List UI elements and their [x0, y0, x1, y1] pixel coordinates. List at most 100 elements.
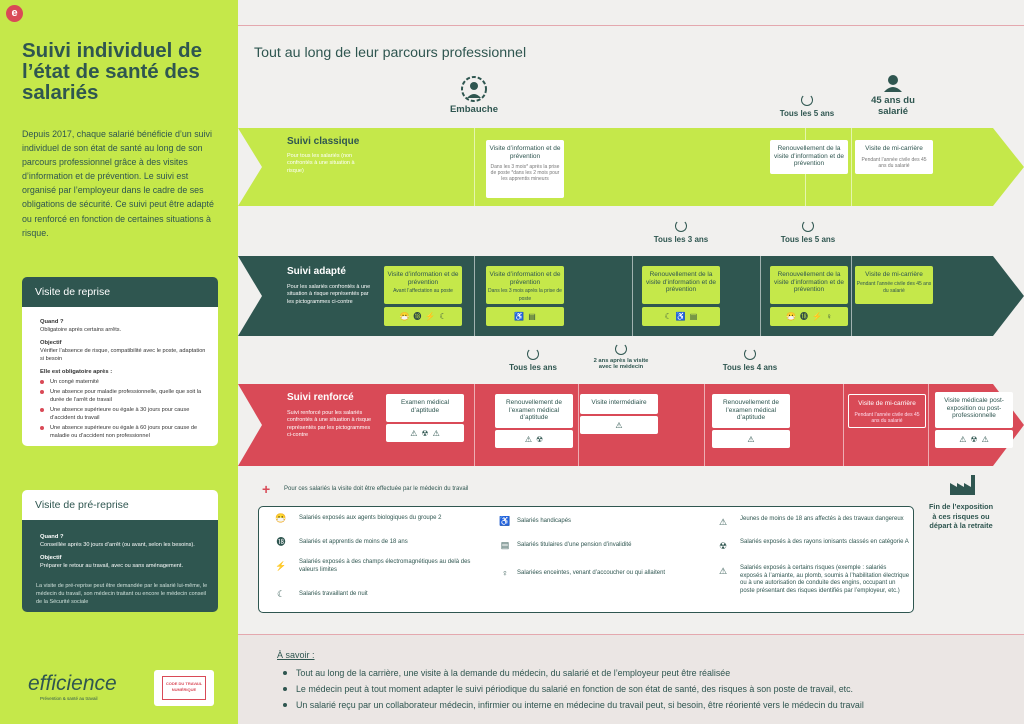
legend-item: Salariés et apprentis de moins de 18 ans	[299, 539, 408, 545]
divider	[760, 256, 761, 336]
visit-sub: Avant l’affectation au poste	[393, 288, 453, 294]
prereprise-card: Visite de pré-reprise Quand ? Conseillée…	[22, 490, 218, 612]
young-danger-icon: ⚠	[718, 517, 728, 527]
visit-title: Visite médicale post-exposition ou post-…	[944, 397, 1004, 419]
visit-sub: Pendant l’année civile des 45 ans du sal…	[861, 156, 927, 169]
young-danger-icon: ⚠	[410, 428, 418, 438]
visit-sub: Dans les 3 mois après la prise de poste	[488, 288, 562, 302]
period-label: Tous les 5 ans	[780, 235, 836, 244]
legend-item: Salariés exposés aux agents biologiques …	[299, 515, 442, 521]
young-danger-icon: ⚠	[959, 434, 967, 444]
legend-item: Jeunes de moins de 18 ans affectés à des…	[740, 516, 904, 522]
divider	[578, 384, 579, 466]
legend-item: Salariés travaillant de nuit	[299, 591, 368, 597]
code-travail-text: CODE DU TRAVAIL NUMÉRIQUE	[162, 676, 206, 700]
cycle-1: Tous les ans	[493, 348, 573, 372]
cycle-icon	[801, 94, 813, 106]
reprise-obj-label: Objectif	[40, 340, 62, 346]
reprise-card: Visite de reprise Quand ? Obligatoire ap…	[22, 277, 218, 446]
risk-icons: ⚠☢⚠	[935, 430, 1013, 448]
visit-title: Examen médical d’aptitude	[400, 399, 450, 414]
radiation-icon: ☢	[536, 434, 544, 444]
risk-icons: 😷⓲⚡☾	[384, 307, 462, 326]
warning-icon: ⚠	[981, 434, 989, 444]
divider	[928, 384, 929, 466]
brand-logo: efficience	[28, 672, 117, 695]
divider	[474, 128, 475, 206]
medecin-note: Pour ces salariés la visite doit être ef…	[284, 486, 469, 492]
divider	[474, 256, 475, 336]
risk-icons: 😷 ⓲ ⚡♀	[770, 307, 848, 326]
divider	[704, 384, 705, 466]
logo-icon: e	[6, 5, 23, 22]
prereprise-note: La visite de pré-reprise peut être deman…	[22, 576, 218, 612]
pregnant-icon: ♀	[825, 312, 832, 321]
page-title: Suivi individuel de l’état de santé des …	[22, 39, 202, 104]
risk-icons: ☾♿▤	[642, 307, 720, 326]
asavoir-item: Le médecin peut à tout moment adapter le…	[282, 684, 854, 694]
list-item: Une absence pour maladie professionnelle…	[40, 388, 208, 404]
visit-title: Visite d’information et de prévention	[489, 145, 561, 160]
divider	[843, 384, 844, 466]
mask-icon: 😷	[275, 513, 287, 523]
prereprise-obj-label: Objectif	[40, 555, 62, 561]
left-panel: e Suivi individuel de l’état de santé de…	[0, 0, 238, 724]
bottom-panel	[238, 634, 1024, 724]
age-45-label: 45 ans du salarié	[871, 95, 915, 117]
night-icon: ☾	[439, 312, 447, 321]
visit-box: Renouvellement de la visite d’informatio…	[770, 140, 848, 174]
night-icon: ☾	[664, 312, 672, 321]
list-item: Une absence supérieure ou égale à 30 jou…	[40, 406, 208, 422]
cycle-5-top: Tous les 5 ans	[767, 94, 847, 118]
embauche-label: Embauche	[449, 104, 499, 115]
cycle-icon	[802, 220, 814, 232]
wheelchair-icon: ♿	[514, 312, 525, 321]
period-label: Tous les 3 ans	[653, 235, 709, 244]
visit-box: Visite médicale post-exposition ou post-…	[935, 392, 1013, 428]
visit-title: Renouvellement de l’examen médical d’apt…	[722, 399, 779, 421]
intro-text: Depuis 2017, chaque salarié bénéficie d’…	[22, 129, 214, 238]
asavoir-title: À savoir :	[277, 650, 315, 660]
band-desc: Pour tous les salariés (non confrontés à…	[287, 153, 355, 174]
risk-icons: ⚠☢⚠	[386, 424, 464, 442]
warning-icon: ⚠	[718, 566, 728, 576]
em-field-icon: ⚡	[812, 312, 822, 321]
risk-icons: ⚠	[580, 416, 658, 434]
visit-sub: Pendant l’année civile des 45 ans du sal…	[854, 411, 920, 424]
period-label: Tous les ans	[509, 363, 557, 372]
em-field-icon: ⚡	[275, 561, 287, 571]
prereprise-title: Visite de pré-reprise	[22, 490, 218, 520]
cycle-icon	[527, 348, 539, 360]
plus-icon: +	[262, 481, 271, 497]
prereprise-body: Quand ? Conseillée après 30 jours d’arrê…	[22, 520, 218, 576]
band-adapte: Suivi adapté Pour les salariés confronté…	[238, 256, 1024, 336]
reprise-obj: Vérifier l’absence de risque, compatibil…	[40, 348, 206, 362]
mask-icon: 😷	[786, 312, 796, 321]
radiation-icon: ☢	[421, 428, 429, 438]
band-desc: Pour les salariés confrontés à une situa…	[287, 284, 371, 305]
asavoir-item: Un salarié reçu par un collaborateur méd…	[283, 700, 864, 710]
visit-sub: Dans les 3 mois* après la prise de poste…	[490, 164, 560, 182]
visit-title: Visite intermédiaire	[591, 399, 647, 406]
risk-icons: ♿▤	[486, 307, 564, 326]
minus18-icon: ⓲	[413, 312, 422, 321]
visit-box: Renouvellement de l’examen médical d’apt…	[712, 394, 790, 428]
cycle-4: Tous les 4 ans	[710, 348, 790, 372]
pregnant-icon: ♀	[501, 568, 509, 578]
period-label: 2 ans après la visite avec le médecin	[593, 358, 649, 370]
minus18-icon: ⓲	[800, 312, 808, 321]
reprise-list: Un congé maternité Une absence pour mala…	[40, 378, 208, 440]
band-desc: Suivi renforcé pour les salariés confron…	[287, 410, 372, 439]
reprise-body: Quand ? Obligatoire après certains arrêt…	[22, 307, 218, 446]
legend-item: Salariées enceintes, venant d’accoucher …	[517, 570, 666, 576]
prereprise-quand-label: Quand ?	[40, 534, 64, 540]
legend: 😷 Salariés exposés aux agents biologique…	[258, 506, 914, 613]
visit-box: Renouvellement de l’examen médical d’apt…	[495, 394, 573, 428]
divider	[632, 256, 633, 336]
prereprise-quand: Conseillée après 30 jours d’arrêt (ou av…	[40, 542, 195, 548]
warning-icon: ⚠	[747, 434, 755, 444]
main-title: Tout au long de leur parcours profession…	[254, 45, 527, 61]
visit-sub: Pendant l’année civile des 45 ans du sal…	[856, 280, 932, 295]
